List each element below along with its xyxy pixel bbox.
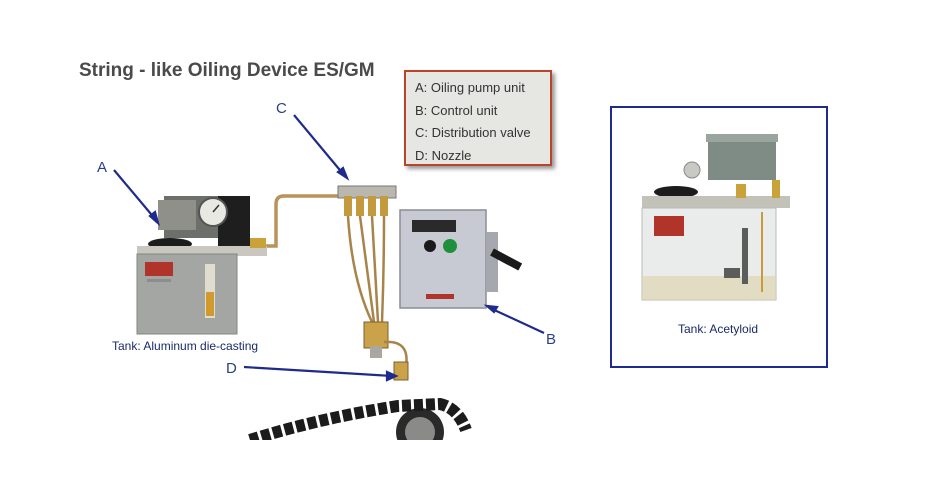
legend-item-d: D: Nozzle: [415, 147, 472, 163]
label-c: C: [276, 100, 287, 117]
page-title: String - like Oiling Device ES/GM: [79, 60, 375, 81]
acetyloid-tank-panel: Tank: Acetyloid: [610, 106, 828, 368]
legend-item-a: A: Oiling pump unit: [415, 80, 525, 95]
caption-acetyloid-tank: Tank: Acetyloid: [678, 322, 759, 336]
control-unit-illustration: [399, 209, 523, 309]
caption-aluminum-tank: Tank: Aluminum die-casting: [112, 339, 259, 353]
chain-sprocket-illustration: [240, 397, 480, 504]
legend-item-b: B: Control unit: [415, 102, 498, 118]
nozzle-illustration: [363, 321, 409, 381]
label-b: B: [546, 331, 556, 348]
legend-item-c: C: Distribution valve: [415, 125, 531, 140]
label-d: D: [226, 360, 237, 377]
component-legend: A: Oiling pump unit B: Control unit C: D…: [404, 70, 552, 166]
distribution-valve-illustration: [337, 185, 397, 323]
label-a: A: [97, 159, 107, 176]
acetyloid-tank-illustration: [641, 134, 790, 301]
oiling-pump-unit-illustration: [136, 196, 267, 335]
